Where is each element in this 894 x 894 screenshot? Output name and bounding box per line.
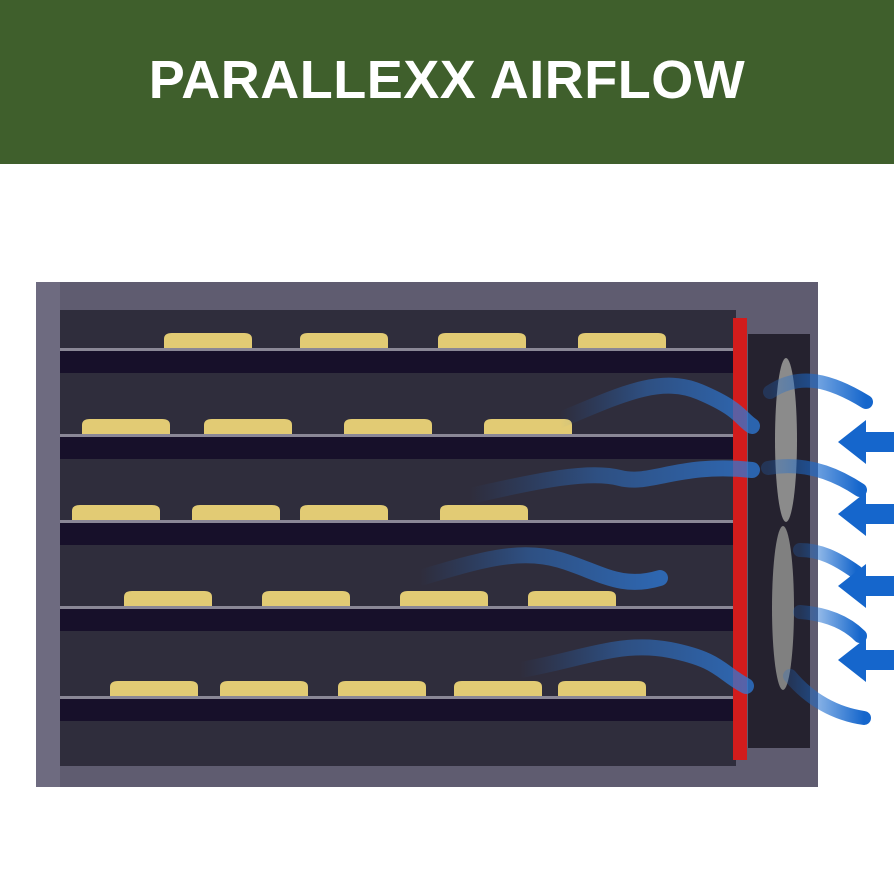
- food-piece: [110, 681, 198, 696]
- airflow-curve: [761, 459, 867, 497]
- food-piece: [454, 681, 542, 696]
- shelf-tray: [60, 609, 734, 631]
- page-title: PARALLEXX AIRFLOW: [148, 50, 746, 110]
- food-piece: [344, 419, 432, 434]
- airflow-arrow-icon: [838, 638, 894, 682]
- title-banner: PARALLEXX AIRFLOW: [0, 0, 894, 164]
- airflow-wisp: [462, 460, 760, 504]
- airflow-arrow-icon: [838, 492, 894, 536]
- incoming-airflow: [761, 373, 894, 725]
- shelf-tray: [60, 351, 734, 373]
- food-piece: [300, 505, 388, 520]
- airflow-wisp: [552, 377, 760, 434]
- shelf-tray: [60, 437, 734, 459]
- cabinet-left-edge: [36, 282, 60, 787]
- food-piece: [204, 419, 292, 434]
- food-piece: [220, 681, 308, 696]
- food-piece: [338, 681, 426, 696]
- shelf-rail: [60, 520, 734, 523]
- food-piece: [300, 333, 388, 348]
- internal-airflow: [412, 377, 760, 694]
- food-piece: [440, 505, 528, 520]
- shelf-group: [60, 333, 734, 721]
- food-piece: [528, 591, 616, 606]
- shelf-rail: [60, 348, 734, 351]
- airflow-arrow-icon: [838, 564, 894, 608]
- shelf-rail: [60, 434, 734, 437]
- food-piece: [558, 681, 646, 696]
- airflow-curve: [763, 373, 873, 409]
- fan-blade-lower: [772, 526, 794, 690]
- airflow-curve: [793, 543, 863, 579]
- shelf-rail: [60, 696, 734, 699]
- food-piece: [262, 591, 350, 606]
- food-piece: [72, 505, 160, 520]
- airflow-wisp: [412, 547, 668, 590]
- food-piece: [164, 333, 252, 348]
- fan-blade-upper: [775, 358, 797, 522]
- airflow-wisp: [512, 639, 754, 694]
- airflow-arrow-icon: [838, 420, 894, 464]
- fan-unit: [748, 334, 810, 748]
- food-piece: [400, 591, 488, 606]
- food-piece: [484, 419, 572, 434]
- shelf-rail: [60, 606, 734, 609]
- food-piece: [578, 333, 666, 348]
- shelf-tray: [60, 699, 734, 721]
- airflow-curve: [783, 669, 871, 725]
- food-piece: [82, 419, 170, 434]
- airflow-curve: [793, 605, 867, 643]
- food-piece: [438, 333, 526, 348]
- shelf-tray: [60, 523, 734, 545]
- food-piece: [124, 591, 212, 606]
- food-piece: [192, 505, 280, 520]
